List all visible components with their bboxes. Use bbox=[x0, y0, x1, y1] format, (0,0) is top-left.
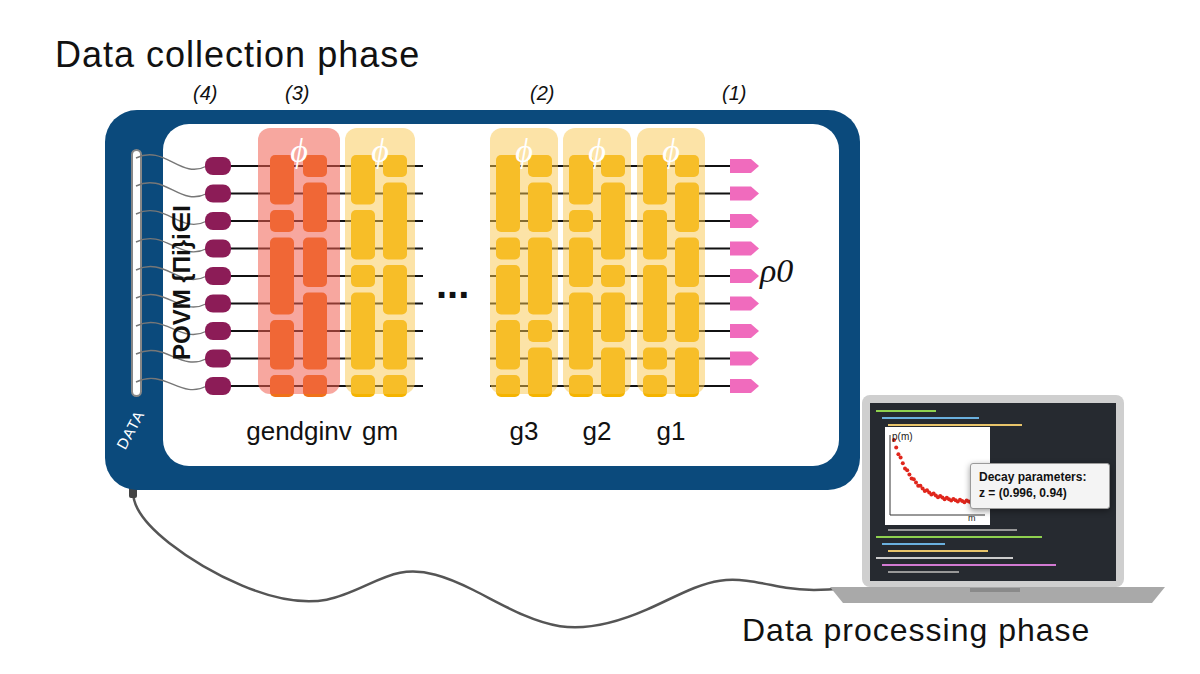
circuit-illustration bbox=[105, 110, 860, 490]
code-line bbox=[882, 417, 979, 419]
code-line bbox=[888, 529, 1017, 531]
data-point bbox=[912, 477, 916, 481]
measurement bbox=[205, 185, 231, 203]
data-point bbox=[901, 461, 905, 465]
input-state bbox=[730, 159, 759, 173]
laptop-screen bbox=[870, 403, 1116, 581]
inner-panel bbox=[163, 124, 839, 466]
step-number: (1) bbox=[722, 82, 746, 105]
phase-symbol: ϕ bbox=[588, 132, 606, 170]
step-number: (3) bbox=[285, 82, 309, 105]
measurement bbox=[205, 240, 231, 258]
laptop-base bbox=[830, 587, 1165, 603]
gate-label: g1 bbox=[657, 416, 686, 447]
measurement bbox=[205, 377, 231, 395]
povm-label: POVM {Πi}i∈I bbox=[168, 205, 196, 360]
code-line bbox=[876, 557, 1013, 559]
readout-wire bbox=[136, 183, 207, 197]
input-state bbox=[730, 242, 759, 256]
readout-wire bbox=[136, 378, 207, 389]
popup-heading: Decay parameters: bbox=[979, 470, 1086, 484]
code-line bbox=[876, 536, 1042, 538]
gate-label: g3 bbox=[510, 416, 539, 447]
gate-band: ϕg2 bbox=[563, 128, 631, 394]
input-state bbox=[730, 324, 759, 338]
code-line bbox=[882, 543, 945, 545]
data-port-label: DATA bbox=[113, 407, 148, 452]
ellipsis: ... bbox=[436, 262, 469, 307]
code-line bbox=[888, 571, 959, 573]
phase-title: Data collection phase bbox=[55, 34, 420, 76]
readout-wire bbox=[136, 155, 207, 170]
input-state bbox=[730, 214, 759, 228]
data-point bbox=[907, 473, 911, 477]
decay-popup: Decay parameters: z = (0.996, 0.94) bbox=[970, 463, 1110, 509]
data-point bbox=[894, 446, 898, 450]
measurement bbox=[205, 157, 231, 175]
state-label: ρ0 bbox=[760, 252, 793, 290]
gate-label: gendginv bbox=[246, 416, 352, 447]
input-state bbox=[730, 352, 759, 366]
phase-symbol: ϕ bbox=[290, 132, 308, 170]
gate-band: ϕg1 bbox=[637, 128, 705, 394]
phase-symbol: ϕ bbox=[371, 132, 389, 170]
code-line bbox=[876, 410, 936, 412]
gate-band: ϕg3 bbox=[490, 128, 558, 394]
measurement bbox=[205, 212, 231, 230]
phase-symbol: ϕ bbox=[662, 132, 680, 170]
laptop-notch bbox=[970, 588, 1020, 592]
input-state bbox=[730, 379, 759, 393]
measurement bbox=[205, 295, 231, 313]
input-state bbox=[730, 187, 759, 201]
measurement bbox=[205, 350, 231, 368]
inverse-gate-band: ϕgendginv bbox=[258, 128, 340, 394]
step-number: (4) bbox=[193, 82, 217, 105]
data-bus bbox=[132, 150, 141, 396]
gate-label: g2 bbox=[583, 416, 612, 447]
code-line bbox=[888, 550, 988, 552]
phase-title: Data processing phase bbox=[742, 612, 1090, 649]
measurement bbox=[205, 322, 231, 340]
code-line bbox=[888, 424, 1022, 426]
input-state bbox=[730, 269, 759, 283]
device-panel: DATAϕgendginvϕgmϕg3ϕg2ϕg1 bbox=[105, 110, 860, 490]
axis-label: p(m) bbox=[892, 431, 913, 442]
gate-label: gm bbox=[362, 416, 398, 447]
data-point bbox=[905, 468, 909, 472]
step-number: (2) bbox=[530, 82, 554, 105]
popup-value: z = (0.996, 0.94) bbox=[979, 486, 1067, 500]
data-cable bbox=[133, 488, 836, 627]
laptop-lid bbox=[862, 395, 1124, 587]
code-line bbox=[882, 564, 1056, 566]
axis-label: m bbox=[968, 513, 976, 523]
phase-symbol: ϕ bbox=[515, 132, 533, 170]
input-state bbox=[730, 297, 759, 311]
data-point bbox=[899, 456, 903, 460]
plot-axis bbox=[890, 435, 891, 515]
gate-band: ϕgm bbox=[345, 128, 415, 394]
measurement bbox=[205, 267, 231, 285]
laptop: p(m) m Decay parameters: z = (0.996, 0.94) bbox=[830, 395, 1165, 607]
